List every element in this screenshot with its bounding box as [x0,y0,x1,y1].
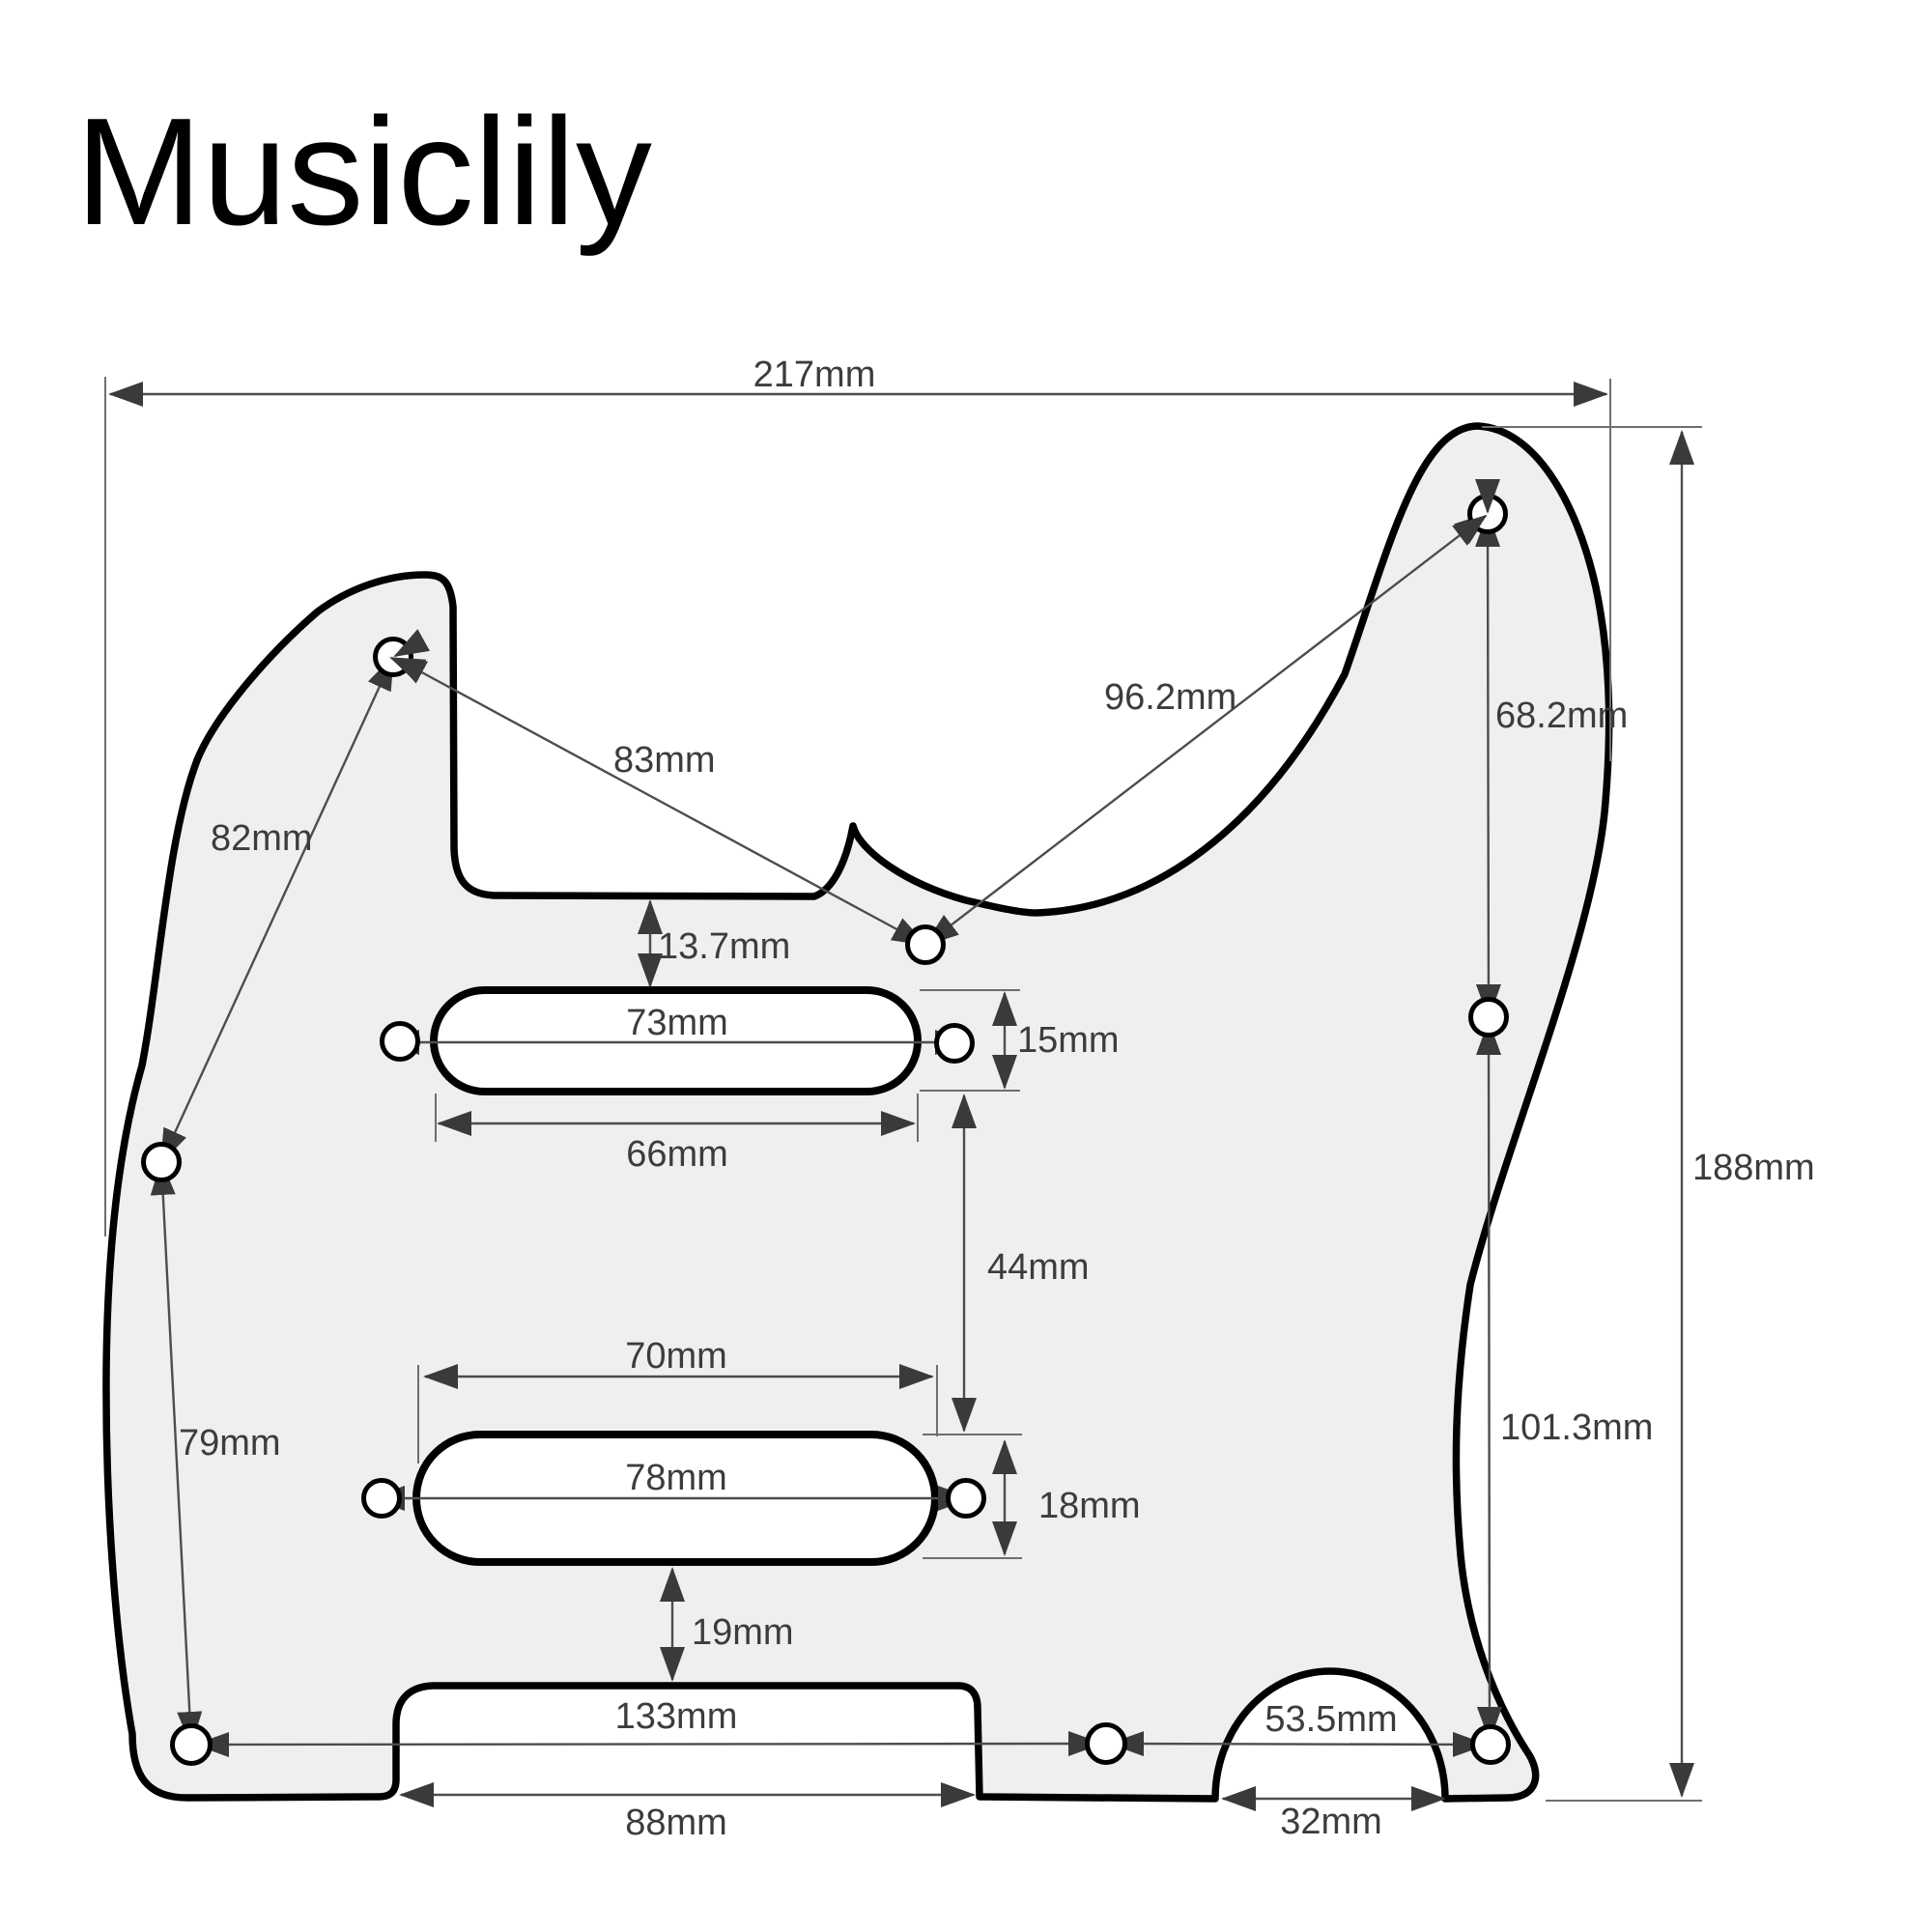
label-79: 79mm [179,1423,281,1463]
screw-hole-neck-slot-right [934,1023,975,1064]
extension-lines [104,377,1702,1802]
screw-hole-bottom-left [170,1723,213,1766]
dimension-line-83 [391,655,927,947]
label-18: 18mm [1038,1486,1141,1526]
dimension-line-101-3 [1476,1020,1502,1742]
label-53-5: 53.5mm [1264,1699,1397,1740]
dimension-line-79 [150,1160,203,1747]
screw-hole-right-middle [1468,997,1509,1037]
dimension-lines [108,382,1694,1811]
label-32: 32mm [1280,1802,1382,1842]
label-overall-width: 217mm [753,355,876,395]
dimension-line-96-2 [923,512,1490,947]
screw-holes [141,494,1511,1766]
screw-hole-bridge-slot-left [361,1478,402,1519]
label-overall-height: 188mm [1692,1148,1815,1188]
dimension-line-82 [159,655,395,1164]
dimension-labels: 217mm 188mm 96.2mm 68.2mm 83mm 82mm 13.7… [179,355,1815,1843]
label-15: 15mm [1017,1020,1120,1061]
screw-hole-bottom-right [1470,1724,1511,1765]
label-82: 82mm [211,818,313,859]
dimension-line-133 [194,1731,1103,1757]
label-13-7: 13.7mm [658,926,790,967]
label-19: 19mm [692,1612,794,1653]
label-101-3: 101.3mm [1500,1407,1653,1448]
brand-logo: Musiclily [75,87,652,257]
screw-hole-middle-top [905,924,946,965]
label-66: 66mm [626,1134,728,1175]
label-88: 88mm [625,1803,727,1843]
screw-hole-upper-left-horn [373,637,413,677]
label-96-2: 96.2mm [1104,677,1236,718]
label-70: 70mm [625,1336,727,1377]
screw-hole-bottom-middle [1085,1722,1127,1765]
label-83: 83mm [613,740,716,781]
screw-hole-left-middle [141,1142,182,1182]
label-73: 73mm [626,1003,728,1043]
dimension-line-53-5 [1109,1731,1488,1757]
label-44: 44mm [987,1247,1090,1288]
screw-hole-neck-slot-left [380,1021,420,1062]
pickguard-outline [102,422,1613,1803]
label-133: 133mm [615,1696,738,1737]
label-78: 78mm [625,1458,727,1498]
label-68-2: 68.2mm [1495,696,1628,736]
hole-arrow-overlays [389,479,1500,683]
screw-hole-bridge-slot-right [946,1478,986,1519]
dimension-line-68-2 [1475,512,1501,1019]
